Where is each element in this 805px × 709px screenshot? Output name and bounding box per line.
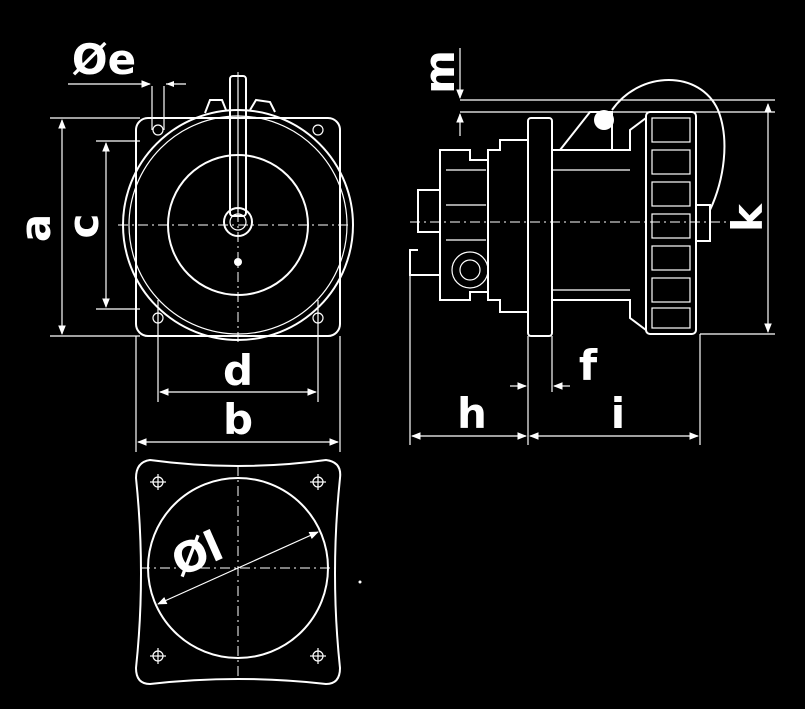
side-lid [645,111,697,335]
label-k: k [723,203,772,232]
label-e: Øe [72,35,136,84]
front-hole-tr [312,124,324,136]
side-view: m k f h i [409,48,775,445]
cutout-view: Øl [134,458,362,686]
side-front-housing [552,116,647,332]
label-m: m [415,50,464,94]
label-c: c [59,214,108,239]
side-lanyard [611,79,726,211]
cutout-outline [134,458,342,686]
front-hole-tl [152,124,164,136]
side-rear-body [487,139,528,313]
label-f: f [579,341,598,390]
label-d: d [223,346,253,395]
label-b: b [223,395,253,444]
lid-ribs [651,117,691,329]
label-a: a [11,214,60,242]
side-flange [527,117,553,337]
label-i: i [611,389,625,438]
front-view: a c d b Øe [11,35,358,452]
dim-l [157,531,319,605]
label-h: h [457,389,487,438]
